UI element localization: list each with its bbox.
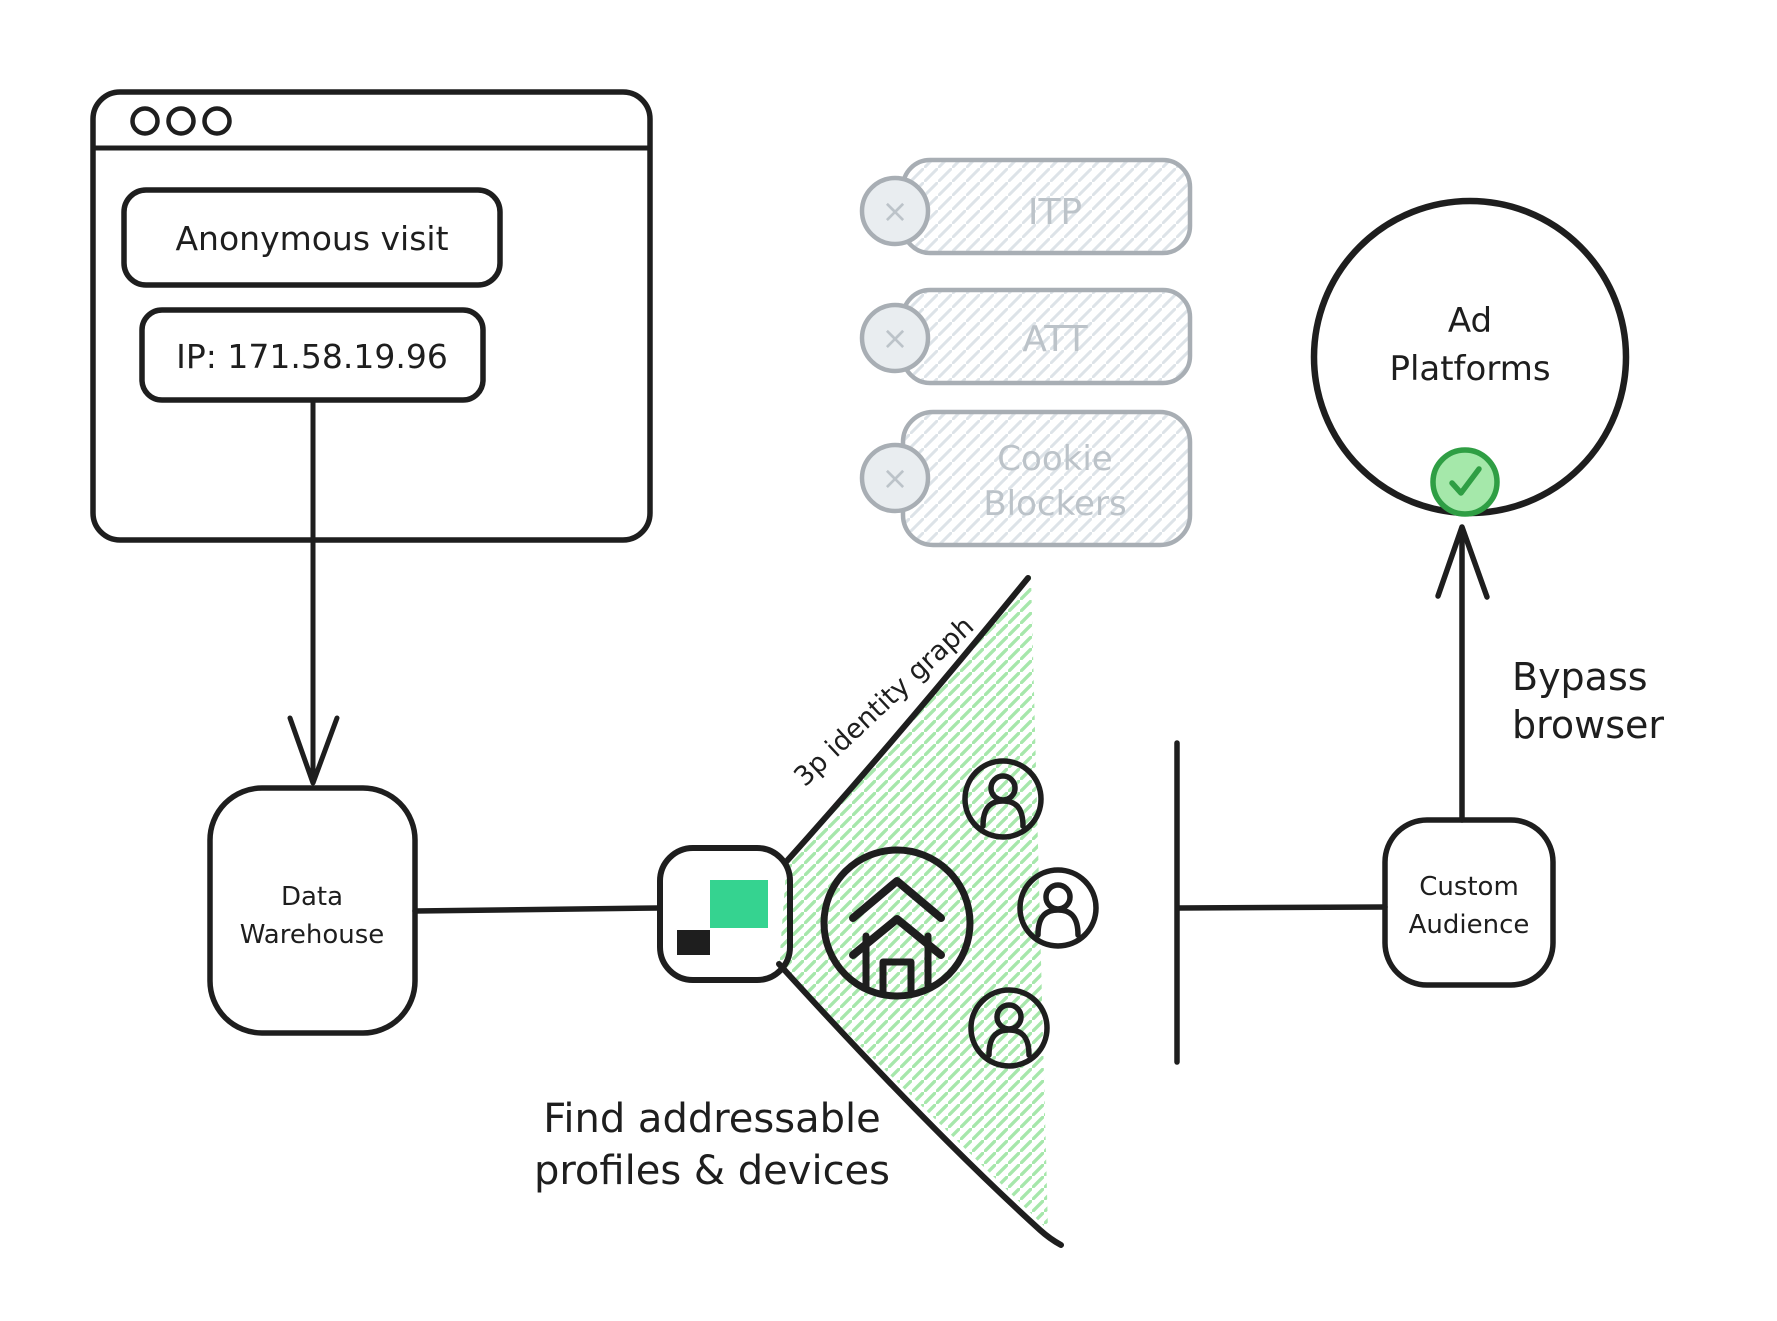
check-badge	[1430, 447, 1500, 517]
x-badge	[859, 175, 931, 247]
data-warehouse-line2: Warehouse	[240, 920, 385, 950]
funnel-caption-line1: Find addressable	[543, 1096, 880, 1142]
ip-address-label: IP: 171.58.19.96	[176, 337, 448, 376]
blocker-pill-itp: × ITP	[859, 157, 1193, 256]
boundary-wall	[1174, 740, 1388, 1065]
custom-audience-line1: Custom	[1419, 872, 1519, 902]
arrow-browser-to-warehouse	[287, 397, 340, 786]
funnel-top-edge	[783, 575, 1031, 865]
blocker-label-cookie-line1: Cookie	[997, 439, 1112, 479]
traffic-light-icon	[202, 106, 232, 136]
vendor-logo-icon	[677, 880, 768, 955]
person-icon	[1035, 882, 1081, 938]
x-badge	[859, 442, 931, 514]
anonymous-visit-pill: Anonymous visit	[121, 187, 503, 288]
identity-vendor-logo-box	[657, 845, 793, 983]
custom-audience-box: Custom Audience	[1382, 817, 1556, 988]
anonymous-visit-label: Anonymous visit	[175, 219, 448, 258]
data-warehouse-box: Data Warehouse	[207, 785, 418, 1036]
household-circle	[820, 846, 974, 1000]
x-badge	[859, 302, 931, 374]
connector-wall-to-audience	[1176, 904, 1388, 911]
ad-platforms-line1: Ad	[1448, 301, 1492, 341]
house-icon	[849, 877, 945, 996]
x-icon: ×	[882, 319, 909, 357]
blocker-label-itp: ITP	[1028, 192, 1082, 233]
blocker-label-att: ATT	[1022, 319, 1088, 360]
data-warehouse-line1: Data	[281, 882, 343, 912]
ad-platforms-circle: Ad Platforms	[1310, 197, 1630, 517]
x-icon: ×	[882, 192, 909, 230]
funnel-caption-line2: profiles & devices	[534, 1148, 890, 1194]
funnel-bottom-edge	[776, 961, 1064, 1248]
blocker-pill-att: × ATT	[859, 287, 1193, 386]
person-circle	[1017, 867, 1099, 949]
arrow-audience-to-platforms	[1435, 524, 1490, 823]
blocker-label-cookie-line2: Blockers	[983, 484, 1126, 524]
person-circle	[968, 987, 1050, 1069]
identity-graph-funnel: 3p identity graph	[534, 575, 1099, 1248]
bypass-note-line2: browser	[1512, 703, 1664, 747]
person-icon	[980, 773, 1026, 829]
person-icon	[986, 1002, 1032, 1058]
blocker-pill-cookie-blockers: × Cookie Blockers	[859, 409, 1193, 548]
ad-platforms-line2: Platforms	[1389, 349, 1550, 389]
browser-window: Anonymous visit IP: 171.58.19.96	[90, 89, 653, 543]
traffic-light-icon	[166, 106, 196, 136]
check-icon	[1449, 466, 1482, 496]
custom-audience-line2: Audience	[1409, 910, 1530, 940]
connector-warehouse-to-logo	[412, 905, 661, 914]
bypass-note-line1: Bypass	[1512, 655, 1648, 699]
ip-address-pill: IP: 171.58.19.96	[139, 307, 486, 403]
person-circle	[962, 758, 1044, 840]
traffic-light-icon	[130, 106, 160, 136]
funnel-hatched-area	[779, 576, 1048, 1230]
x-icon: ×	[882, 459, 909, 497]
